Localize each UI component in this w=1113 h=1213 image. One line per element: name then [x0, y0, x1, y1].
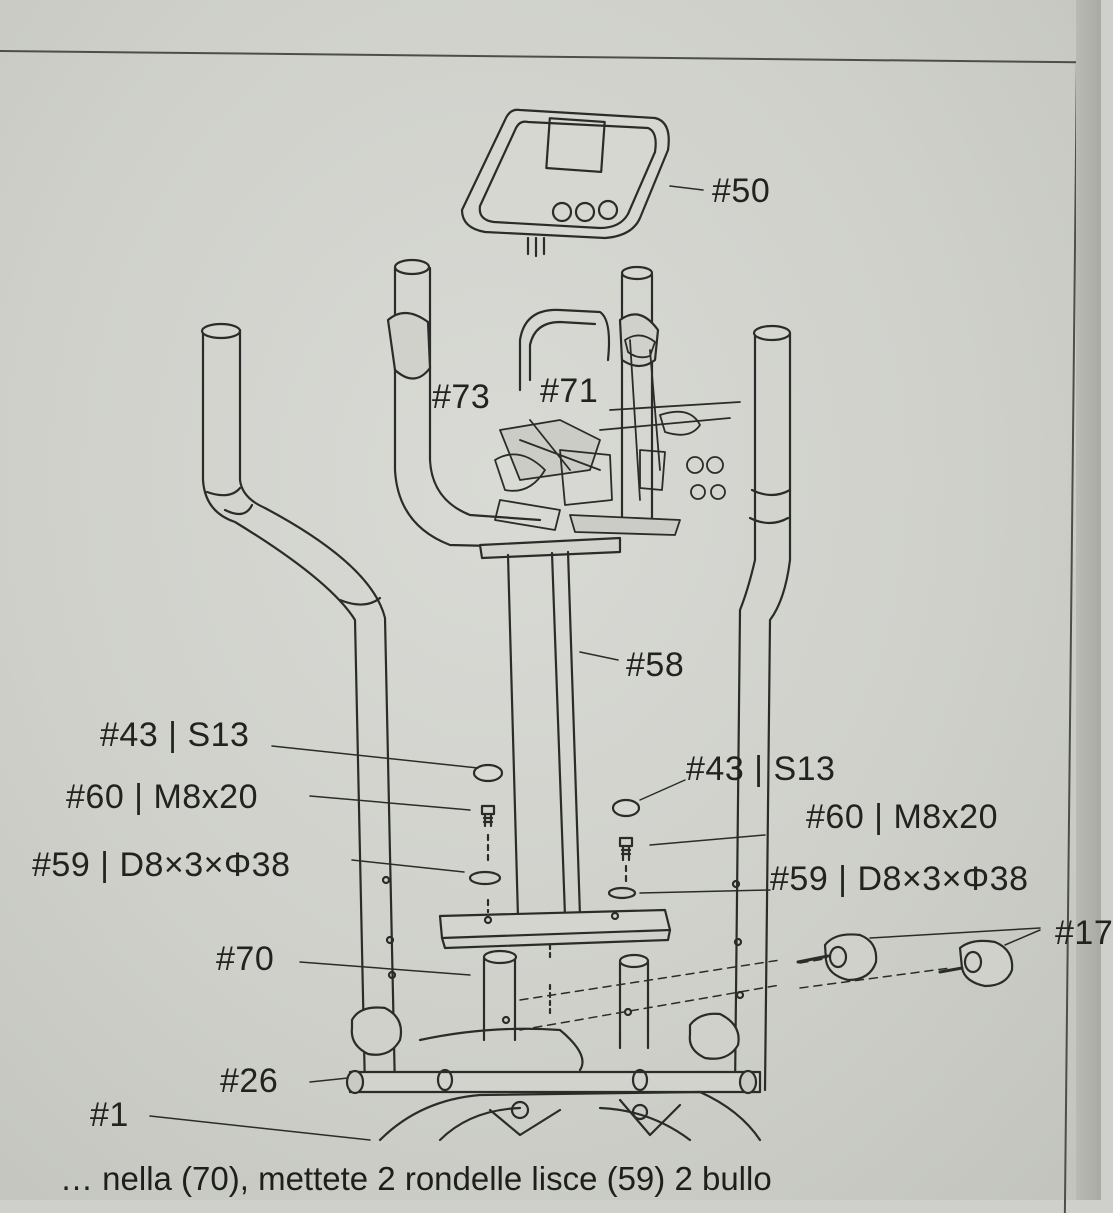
knob-part [823, 933, 878, 982]
knob-part [958, 939, 1014, 988]
label-bolt-left: #60 | M8x20 [66, 778, 259, 816]
fixed-handlebar [386, 258, 660, 550]
label-part-71: #71 [540, 372, 599, 410]
left-handlebar [200, 322, 397, 1092]
console-part [460, 108, 704, 258]
console-button [597, 199, 619, 221]
label-bolt-right: #60 | M8x20 [806, 798, 999, 836]
console-button [574, 201, 596, 223]
bracket-hardware-cluster [494, 334, 741, 536]
bolt-right [618, 836, 634, 862]
label-washer-right: #59 | D8×3×Φ38 [770, 860, 1029, 898]
label-cap-left: #43 | S13 [100, 716, 250, 754]
label-knob: #17 [1055, 914, 1113, 952]
label-crossbar: #26 [220, 1062, 279, 1100]
exploded-assembly-diagram [149, 108, 1041, 1142]
cap-right [611, 798, 641, 818]
page-edge [1076, 0, 1101, 1200]
label-post: #70 [216, 940, 275, 978]
left-fastener-stack [271, 745, 504, 914]
label-part-73: #73 [432, 378, 491, 416]
instruction-caption: … nella (70), mettete 2 rondelle lisce (… [60, 1160, 772, 1197]
label-cap-right: #43 | S13 [686, 750, 836, 788]
label-frame: #1 [90, 1096, 129, 1134]
base-frame [149, 1027, 762, 1142]
post-tubes [299, 943, 951, 1050]
label-mast: #58 [626, 646, 685, 684]
console-screen [545, 117, 606, 173]
tension-knobs [350, 927, 1041, 1060]
bolt-left [480, 804, 496, 828]
washer-left [468, 870, 502, 886]
cap-left [472, 763, 504, 783]
console-button [551, 201, 573, 223]
washer-right [607, 886, 637, 900]
label-console: #50 [712, 172, 771, 210]
main-mast [438, 536, 672, 950]
right-handlebar [731, 324, 792, 1092]
right-fastener-stack [607, 779, 771, 900]
label-washer-left: #59 | D8×3×Φ38 [32, 846, 291, 884]
